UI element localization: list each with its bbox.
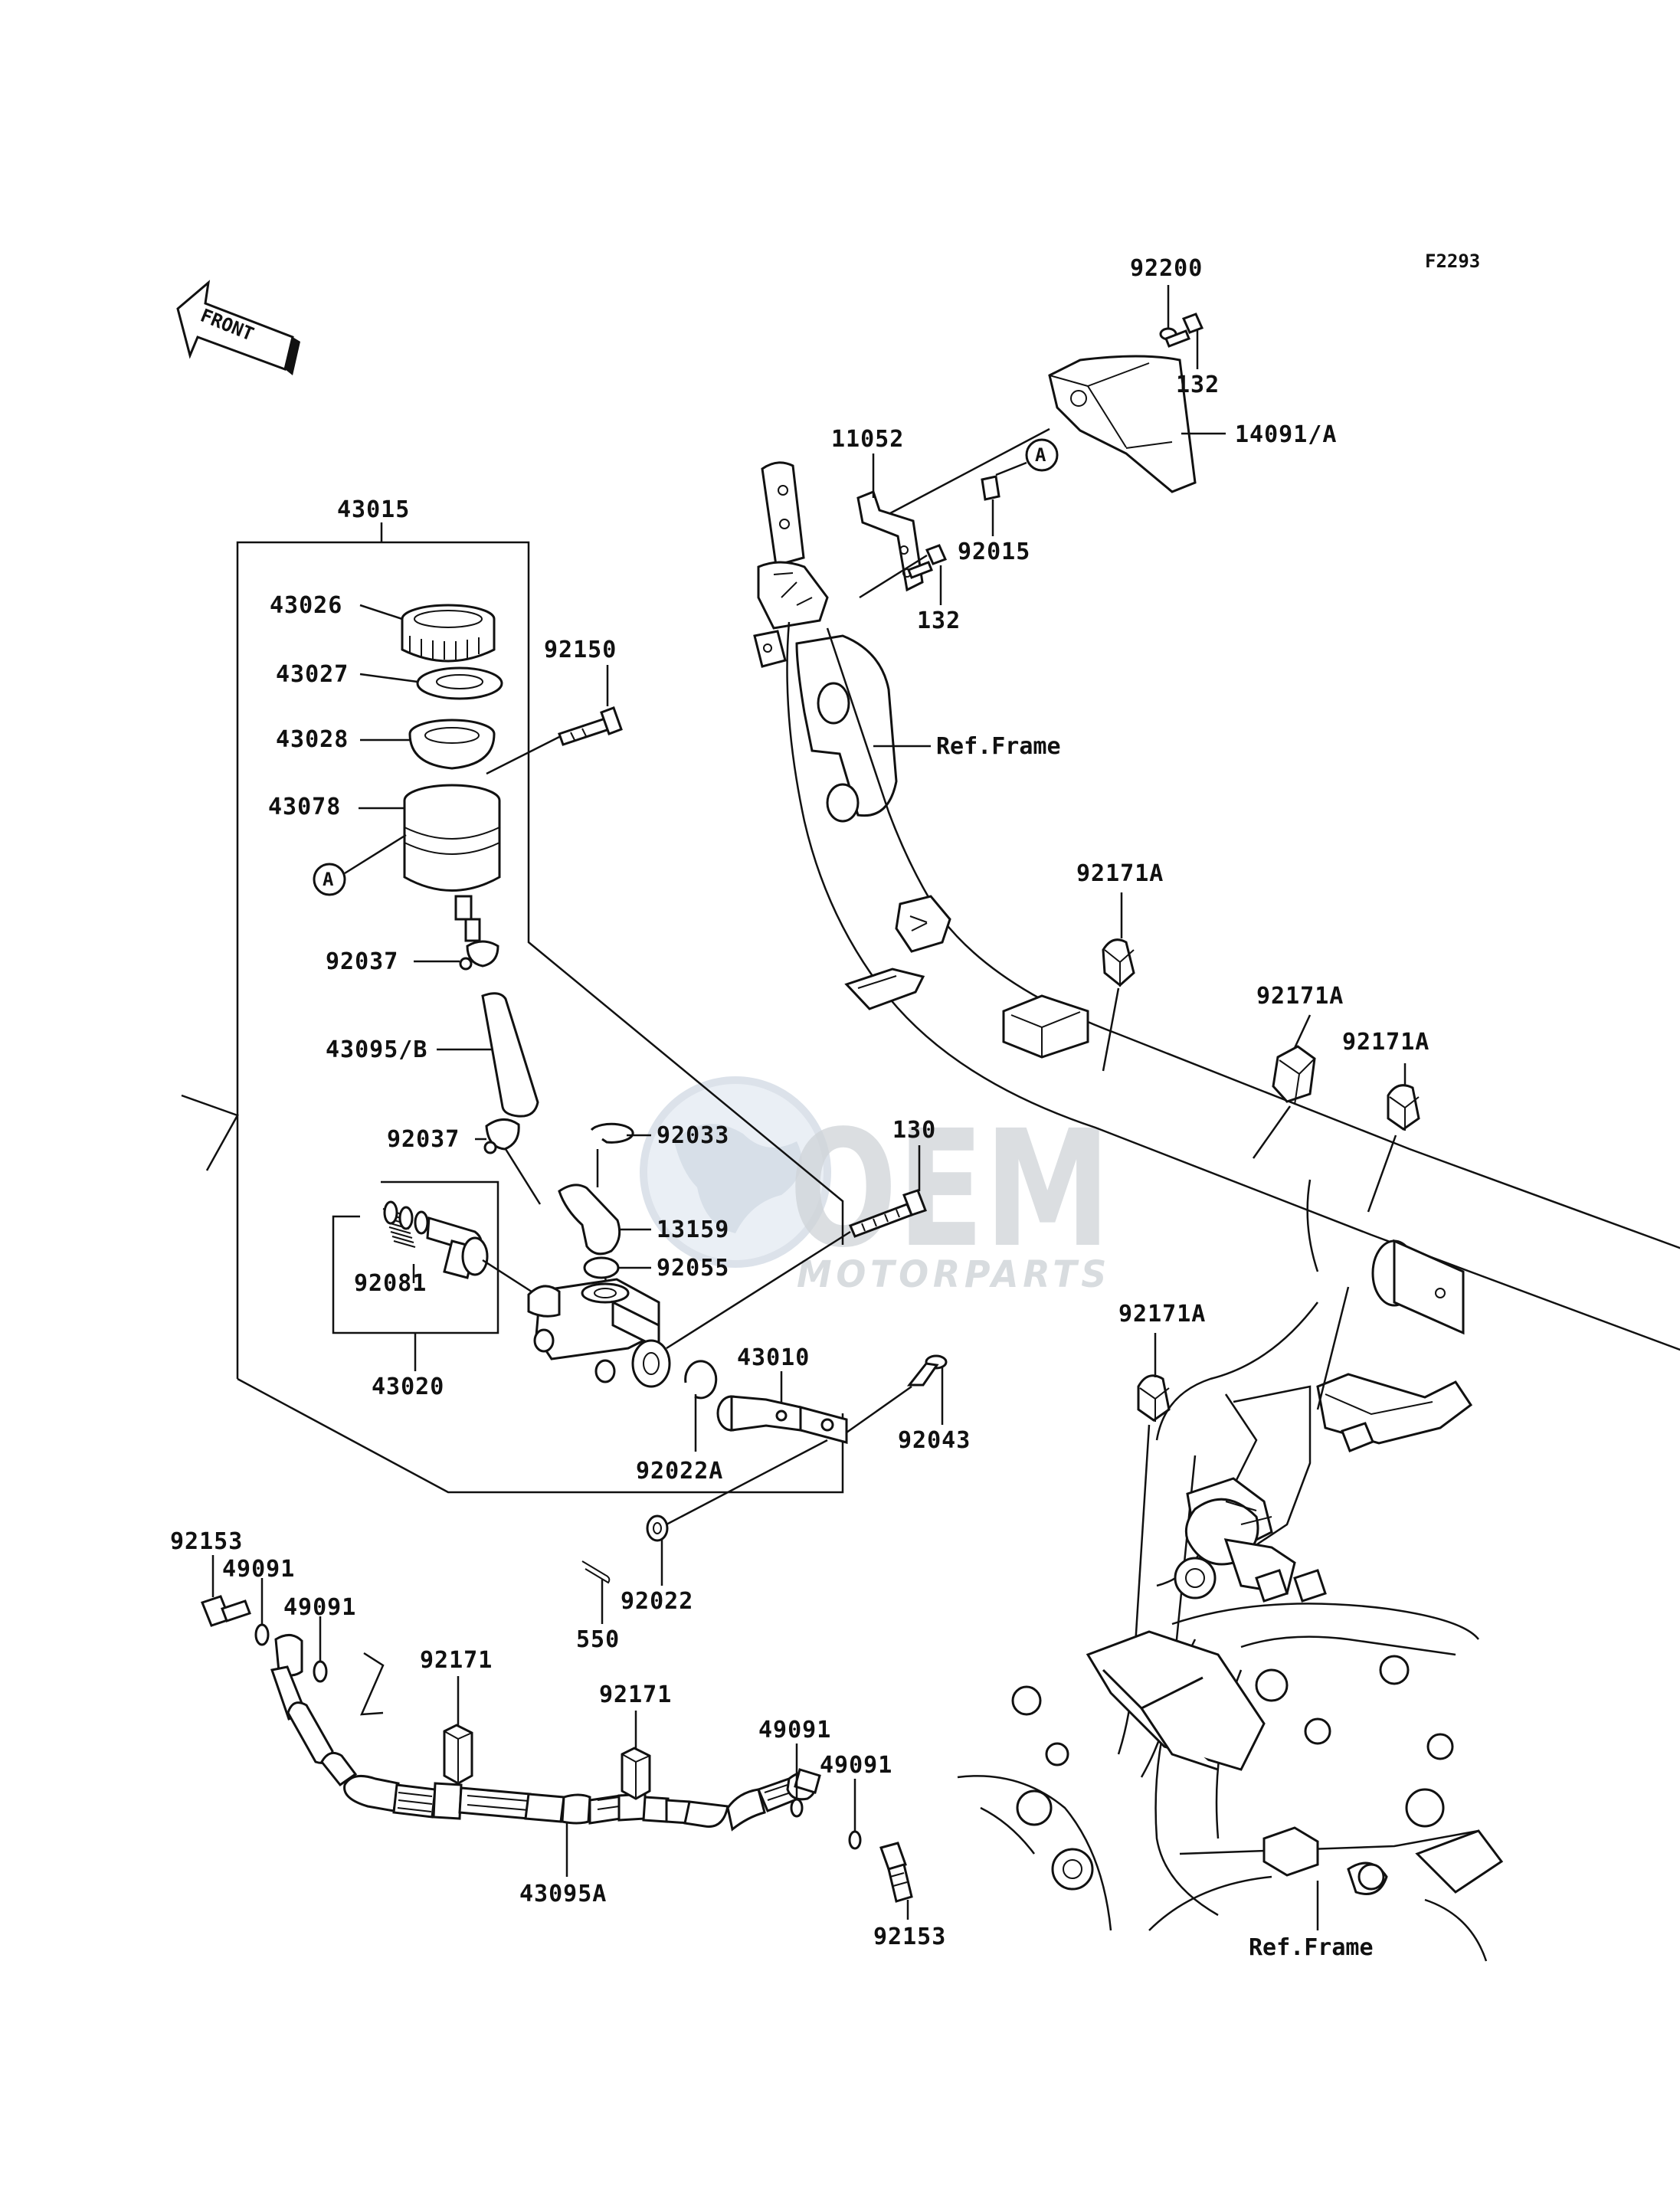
label-ref-frame-bottom: Ref.Frame: [1249, 1934, 1374, 1961]
label-43026: 43026: [270, 592, 342, 619]
label-92171a-3: 92171A: [1342, 1029, 1429, 1056]
label-92171a-2: 92171A: [1256, 983, 1344, 1010]
label-92171-a: 92171: [420, 1647, 493, 1674]
label-43028: 43028: [276, 726, 349, 753]
label-92055: 92055: [657, 1255, 729, 1282]
callout-marker-left: A: [313, 833, 407, 896]
label-92033: 92033: [657, 1122, 729, 1149]
label-ref-frame-top: Ref.Frame: [936, 733, 1061, 760]
circlip-92022a: [684, 1360, 718, 1400]
callout-marker-right: A: [995, 438, 1059, 476]
frame-lower: [957, 1179, 1504, 1962]
bracket-11052: [856, 490, 924, 592]
frame-upper: [753, 461, 1680, 1351]
washer-49091-d: [848, 1830, 862, 1850]
label-92043: 92043: [898, 1427, 971, 1454]
bolt-130: [849, 1189, 927, 1238]
label-43020: 43020: [372, 1374, 444, 1400]
label-43010: 43010: [737, 1344, 810, 1371]
clip-92171a-4: [1137, 1374, 1171, 1422]
svg-text:A: A: [1035, 444, 1046, 466]
label-43027: 43027: [276, 661, 349, 688]
label-92153-right: 92153: [873, 1924, 946, 1950]
reservoir-diaphragm: [408, 719, 496, 770]
label-43095b: 43095/B: [326, 1036, 427, 1063]
screw-92150: [558, 706, 623, 746]
diagram-code: F2293: [1425, 250, 1480, 272]
washer-49091-b: [313, 1660, 328, 1683]
circlip-92033: [590, 1122, 634, 1144]
label-92171a-1: 92171A: [1076, 860, 1164, 887]
label-43015: 43015: [337, 496, 410, 523]
o-ring-92055: [583, 1256, 620, 1279]
label-92022a: 92022A: [636, 1458, 723, 1485]
label-92150: 92150: [544, 637, 617, 663]
brake-hose-43095a: [270, 1634, 821, 1832]
label-92037-top: 92037: [326, 948, 398, 975]
hose-clamp-mid: [483, 1118, 520, 1154]
washer-49091-c: [790, 1798, 804, 1818]
label-132-top: 132: [1176, 372, 1220, 398]
hose-clamp-92171-b: [621, 1747, 651, 1800]
label-92015: 92015: [958, 539, 1030, 565]
bolt-132-top: [1164, 313, 1204, 348]
label-550: 550: [576, 1626, 620, 1653]
collar-92015: [981, 475, 1000, 501]
label-43078: 43078: [268, 794, 341, 820]
label-92037-mid: 92037: [387, 1126, 460, 1153]
label-11052: 11052: [831, 426, 904, 453]
label-49091-a: 49091: [222, 1556, 295, 1583]
spring-92081: [382, 1200, 429, 1248]
label-49091-b: 49091: [283, 1594, 356, 1621]
part-labels: 43015 43026 43027 43028 43078 92037 4309…: [170, 255, 1429, 1961]
banjo-bolt-right: [879, 1842, 913, 1903]
cover-14091a: [1048, 355, 1197, 493]
reservoir-hose: [481, 992, 539, 1118]
piston-assembly: [426, 1216, 489, 1279]
bolt-132-mid: [907, 544, 948, 579]
hose-clamp-top: [459, 940, 499, 971]
reservoir-body: [403, 784, 501, 942]
clip-92171a-1: [1102, 938, 1135, 987]
label-14091a: 14091/A: [1235, 421, 1337, 448]
watermark: OEM MOTORPARTS: [640, 1076, 1111, 1296]
break-line-hose: [360, 1652, 385, 1716]
label-49091-c: 49091: [758, 1717, 831, 1744]
banjo-bolt-left: [201, 1595, 251, 1627]
label-92171a-4: 92171A: [1118, 1301, 1206, 1328]
pushrod-clevis-43010: [716, 1395, 848, 1444]
label-92200: 92200: [1130, 255, 1203, 282]
label-130: 130: [892, 1117, 936, 1144]
elbow-13159: [558, 1184, 621, 1256]
label-43095a: 43095A: [519, 1881, 607, 1907]
label-92153-left: 92153: [170, 1528, 243, 1555]
break-line-left: [181, 1094, 239, 1171]
master-cylinder-body: [527, 1278, 671, 1388]
cotter-pin-550: [581, 1560, 611, 1584]
watermark-tagline: MOTORPARTS: [797, 1253, 1111, 1296]
group-bracket-43015: [236, 522, 844, 1494]
label-92171-b: 92171: [599, 1681, 672, 1708]
washer-49091-a: [254, 1623, 270, 1646]
washer-92022: [646, 1514, 669, 1542]
watermark-brand: OEM: [789, 1095, 1111, 1283]
label-132-mid: 132: [917, 607, 961, 634]
clip-92171a-2: [1272, 1045, 1316, 1105]
front-arrow-icon: FRONT: [176, 280, 300, 375]
label-49091-d: 49091: [820, 1752, 892, 1779]
svg-text:A: A: [323, 869, 334, 890]
reservoir-plate: [416, 666, 503, 700]
label-92081: 92081: [354, 1270, 427, 1297]
label-13159: 13159: [657, 1216, 729, 1243]
label-92022: 92022: [621, 1588, 693, 1615]
watermark-globe-land: [674, 1124, 802, 1233]
reservoir-cap: [401, 604, 496, 663]
hose-clamp-92171-a: [443, 1724, 473, 1785]
clip-92171a-3: [1387, 1084, 1420, 1131]
clevis-pin-92043: [906, 1354, 948, 1387]
